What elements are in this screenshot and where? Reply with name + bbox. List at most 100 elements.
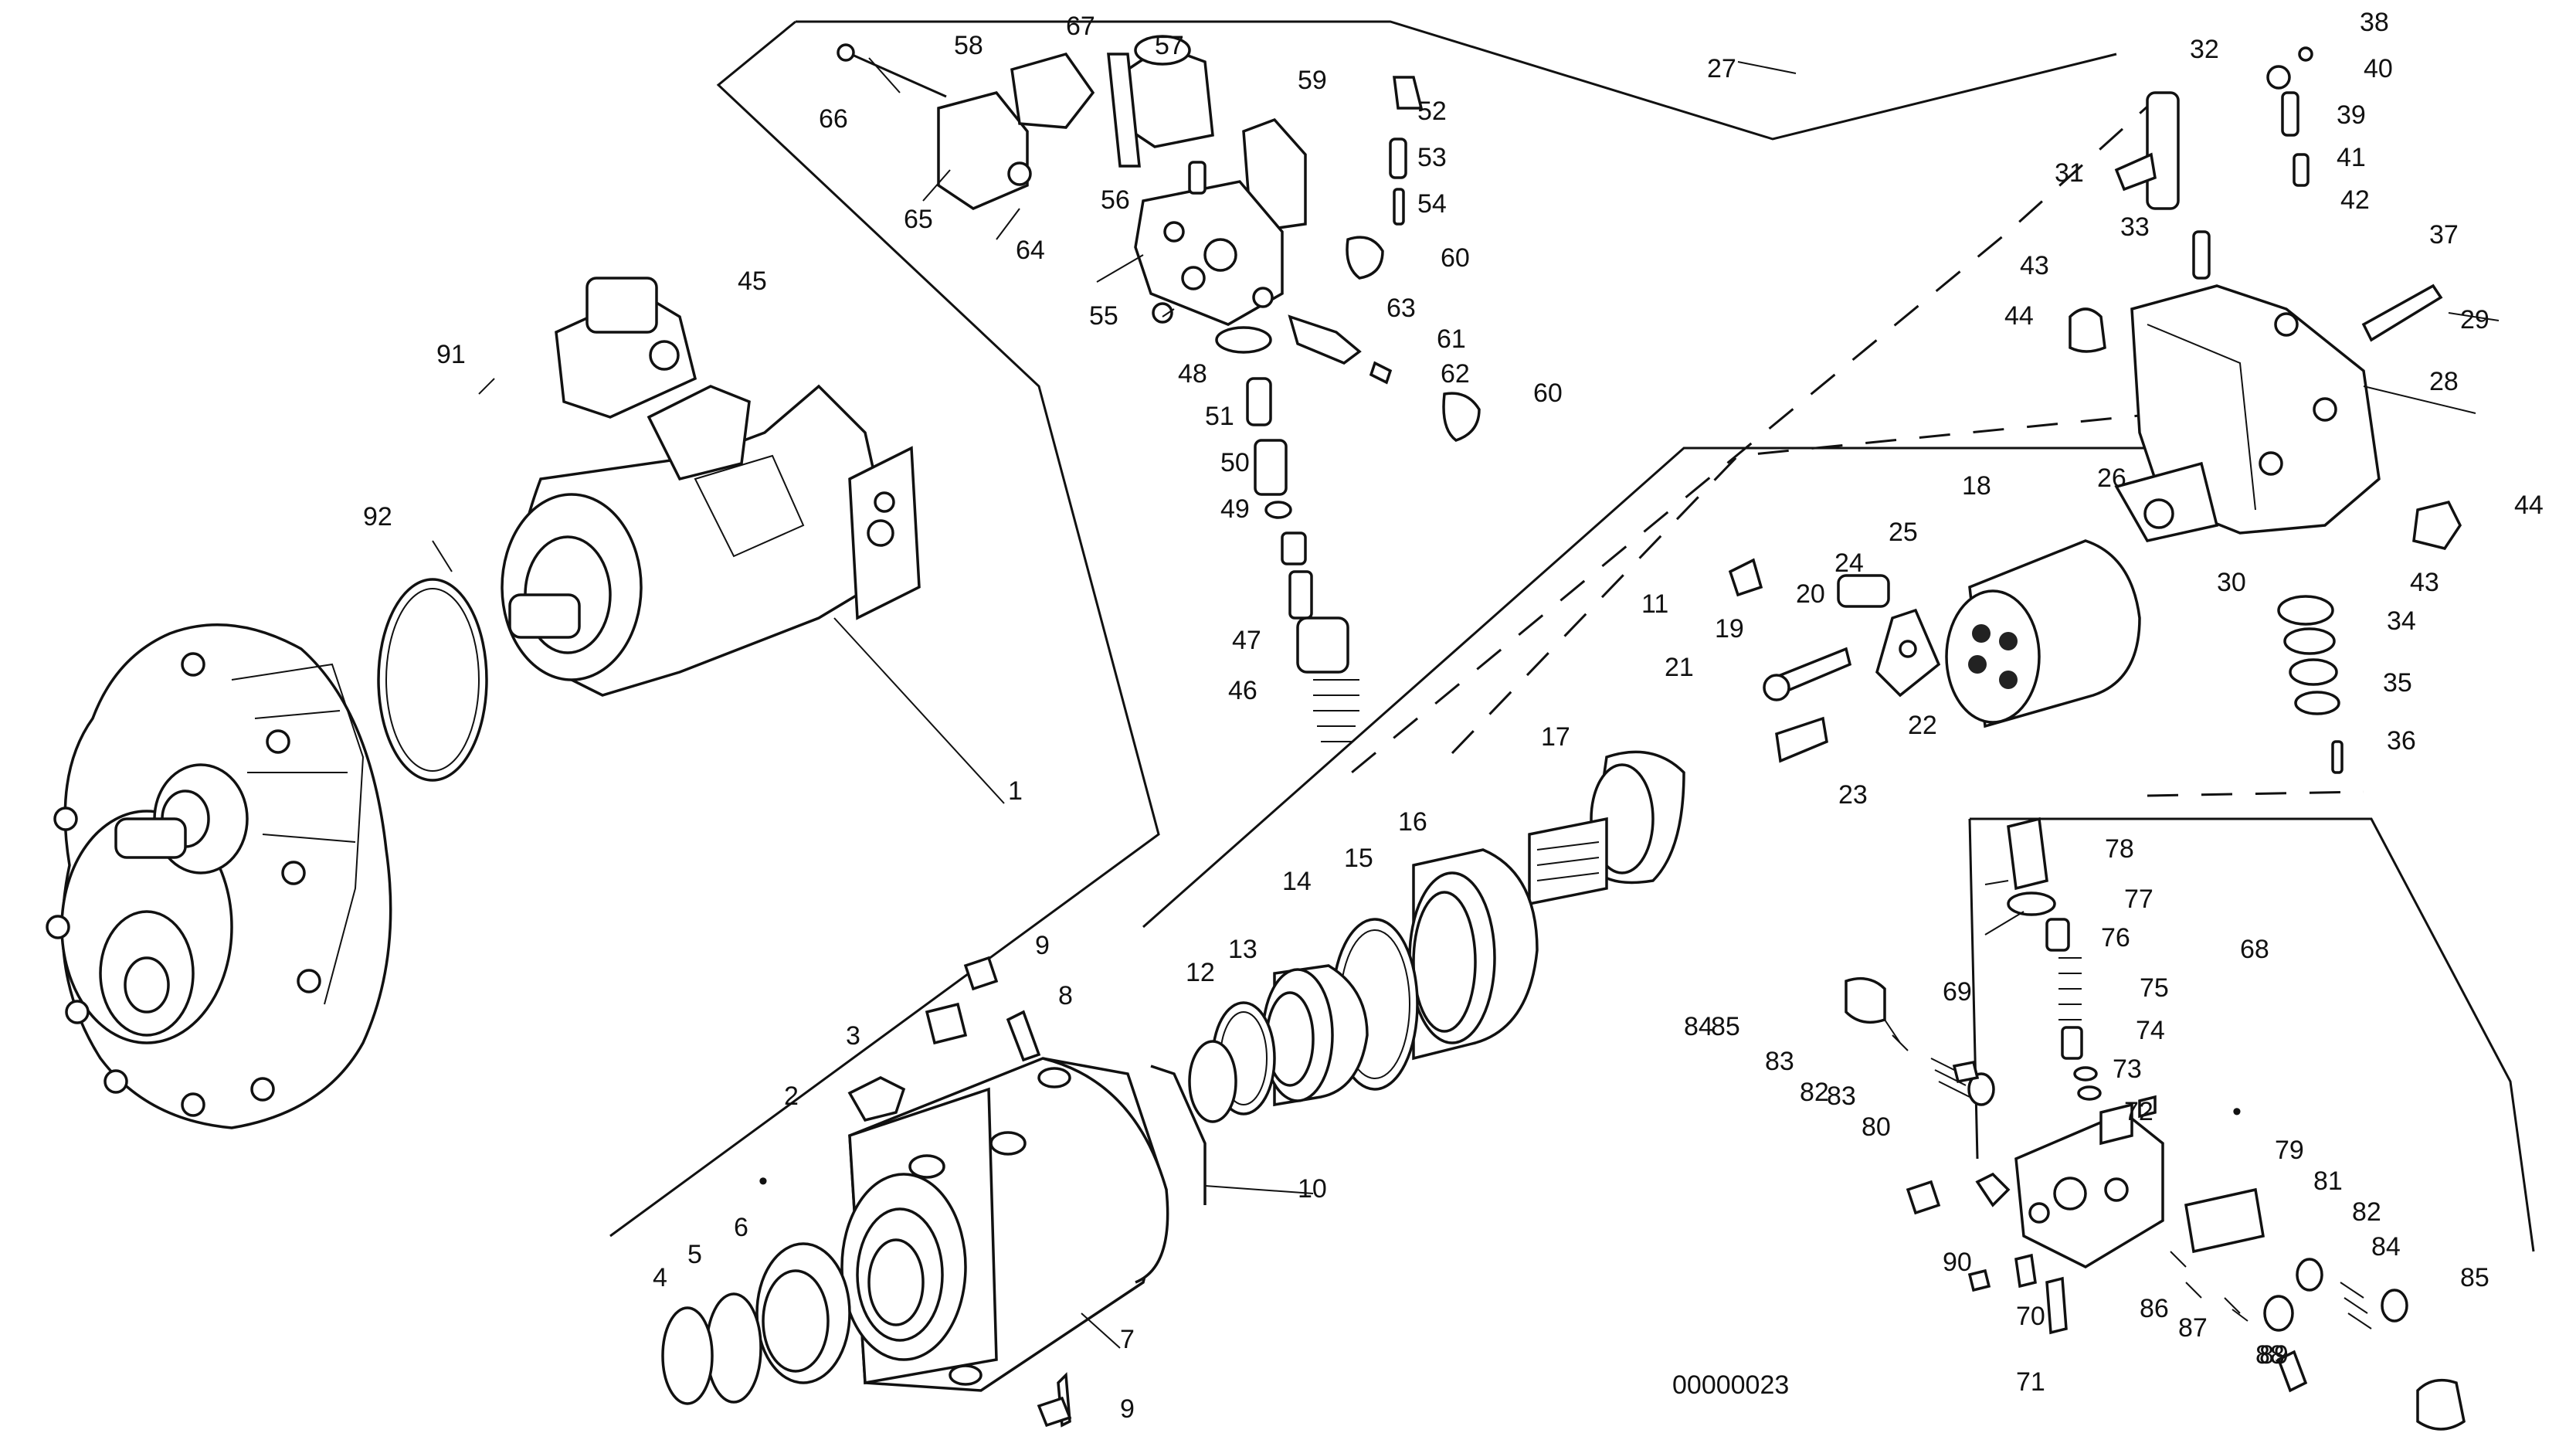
callout-label: 58 xyxy=(954,31,983,60)
callout-label: 76 xyxy=(2101,923,2130,953)
housing-28-group xyxy=(2069,46,2462,774)
callout-label: 25 xyxy=(1889,518,1918,547)
callout-label: 50 xyxy=(1220,448,1250,477)
callout-label: 72 xyxy=(2124,1097,2153,1126)
callout-label: 44 xyxy=(2004,301,2034,331)
callout-label: 89 xyxy=(2259,1340,2289,1370)
callout-label: 33 xyxy=(2120,212,2150,242)
callout-label: 3 xyxy=(846,1021,860,1051)
callout-label: 31 xyxy=(2055,158,2084,188)
callout-label: 22 xyxy=(1908,711,1937,740)
callout-label: 37 xyxy=(2429,220,2459,250)
callout-label: 56 xyxy=(1101,185,1130,215)
callout-label: 7 xyxy=(1120,1325,1135,1354)
callout-label: 61 xyxy=(1437,324,1466,354)
reference-number: 00000023 xyxy=(1672,1370,1789,1400)
callout-label: 90 xyxy=(1943,1248,1972,1277)
callout-label: 77 xyxy=(2124,885,2153,914)
callout-label: 92 xyxy=(363,502,392,531)
callout-label: 6 xyxy=(734,1213,748,1242)
bearings-and-rings xyxy=(1188,848,1539,1123)
callout-label: 65 xyxy=(904,205,933,234)
callout-label: 9 xyxy=(1035,931,1050,960)
callout-label: 39 xyxy=(2337,100,2366,130)
callout-label: 20 xyxy=(1796,579,1825,609)
callout-label: 43 xyxy=(2410,568,2439,597)
callout-label: 68 xyxy=(2240,935,2269,964)
callout-label: 19 xyxy=(1715,614,1744,644)
callout-label: 29 xyxy=(2460,305,2489,334)
callout-label: 32 xyxy=(2190,35,2219,64)
callout-label: 59 xyxy=(1298,66,1327,95)
callout-label: 71 xyxy=(2016,1367,2045,1397)
callout-label: 60 xyxy=(1441,243,1470,273)
callout-label: 13 xyxy=(1228,935,1257,964)
callout-label: 4 xyxy=(653,1263,667,1292)
callout-label: 44 xyxy=(2514,491,2544,520)
group-outlines xyxy=(609,20,2535,1252)
callout-label: 62 xyxy=(1441,359,1470,389)
callout-label: 52 xyxy=(1417,97,1447,126)
callout-label: 38 xyxy=(2360,8,2389,37)
callout-label: 80 xyxy=(1862,1112,1891,1142)
callout-label: 28 xyxy=(2429,367,2459,396)
callout-label: 64 xyxy=(1016,236,1045,265)
callout-label: 75 xyxy=(2140,973,2169,1003)
callout-label: 85 xyxy=(1711,1012,1740,1041)
callout-label: 49 xyxy=(1220,494,1250,524)
hydraulic-motor-assembly xyxy=(501,277,921,697)
callout-label: 5 xyxy=(687,1240,702,1269)
callout-label: 85 xyxy=(2460,1263,2489,1292)
gearbox-housing xyxy=(46,623,392,1129)
callout-label: 67 xyxy=(1066,12,1095,41)
callout-label: 83 xyxy=(1765,1047,1794,1076)
callout-label: 16 xyxy=(1398,807,1427,837)
callout-label: 70 xyxy=(2016,1302,2045,1331)
callout-label: 9 xyxy=(1120,1394,1135,1424)
callout-label: 36 xyxy=(2387,726,2416,756)
callout-label: 60 xyxy=(1533,379,1563,408)
callout-label: 14 xyxy=(1282,867,1312,896)
callout-label: 48 xyxy=(1178,359,1207,389)
callout-label: 47 xyxy=(1232,626,1261,655)
callout-label: 24 xyxy=(1834,548,1864,578)
bullet-mark: • xyxy=(2232,1097,2242,1126)
callout-label: 45 xyxy=(738,267,767,296)
lower-housing xyxy=(661,956,1207,1428)
callout-label: 73 xyxy=(2113,1054,2142,1084)
callout-label: 17 xyxy=(1541,722,1570,752)
callout-label: 66 xyxy=(819,104,848,134)
callout-label: 23 xyxy=(1838,780,1868,810)
bullet-mark: • xyxy=(759,1166,768,1196)
callout-label: 1 xyxy=(1008,776,1023,806)
rotating-group xyxy=(1528,539,2141,906)
callout-label: 34 xyxy=(2387,606,2416,636)
callout-label: 46 xyxy=(1228,676,1257,705)
callout-label: 27 xyxy=(1707,54,1736,83)
callout-label: 40 xyxy=(2364,54,2393,83)
callout-label: 2 xyxy=(784,1082,799,1111)
callout-label: 11 xyxy=(1641,589,1668,619)
callout-label: 91 xyxy=(436,340,466,369)
callout-label: 74 xyxy=(2136,1016,2165,1045)
o-ring-92 xyxy=(377,578,488,782)
callout-label: 21 xyxy=(1665,653,1694,682)
callout-label: 84 xyxy=(1684,1012,1713,1041)
callout-label: 43 xyxy=(2020,251,2049,280)
callout-label: 79 xyxy=(2275,1136,2304,1165)
callout-label: 84 xyxy=(2371,1232,2401,1262)
callout-label: 54 xyxy=(1417,189,1447,219)
callout-label: 83 xyxy=(1827,1082,1856,1111)
callout-labels: 1234567899101112131415161718192021222324… xyxy=(363,8,2544,1424)
callout-label: 10 xyxy=(1298,1174,1327,1204)
leader-lines xyxy=(432,57,2500,1349)
callout-label: 63 xyxy=(1386,294,1416,323)
callout-label: 53 xyxy=(1417,143,1447,172)
callout-label: 35 xyxy=(2383,668,2412,698)
callout-label: 57 xyxy=(1155,31,1184,60)
callout-label: 30 xyxy=(2217,568,2246,597)
callout-label: 78 xyxy=(2105,834,2134,864)
callout-label: 51 xyxy=(1205,402,1234,431)
